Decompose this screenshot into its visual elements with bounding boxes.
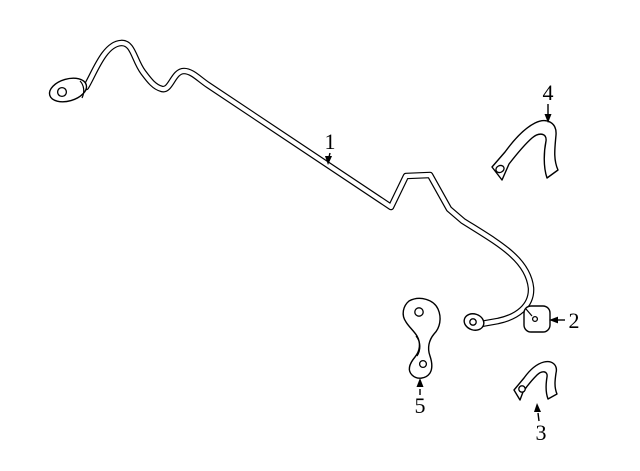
stabilizer-link-edge-line <box>415 335 421 357</box>
bar-right-eyelet-hole <box>469 318 477 326</box>
callout-4: 4 <box>543 80 554 123</box>
callout-5: 5 <box>415 378 426 418</box>
callout-5-label: 5 <box>415 393 426 418</box>
callout-3: 3 <box>534 403 547 445</box>
callout-1-arrowhead <box>325 156 332 165</box>
stabilizer-bar <box>48 39 535 331</box>
stabilizer-link-top-hole <box>414 307 424 317</box>
bracket-lower-body <box>513 360 558 401</box>
callout-4-label: 4 <box>543 80 554 105</box>
bar-left-eyelet-fold-line <box>79 80 85 99</box>
bar-left-eyelet-hole <box>56 86 68 98</box>
callout-1: 1 <box>325 129 336 165</box>
bar-left-eyelet <box>48 77 88 103</box>
bar-left-eyelet-paddle <box>48 77 88 103</box>
bar-right-eyelet <box>463 313 485 331</box>
bracket-lower <box>513 360 558 401</box>
stabilizer-bar-fill <box>83 40 534 327</box>
bushing-center-mark <box>531 315 539 323</box>
stabilizer-link <box>402 297 441 379</box>
callout-4-arrowhead <box>544 114 552 123</box>
callout-2: 2 <box>549 308 580 333</box>
bracket-upper <box>491 119 559 181</box>
bracket-upper-body <box>491 119 559 181</box>
callout-2-arrowhead <box>549 316 558 324</box>
bracket-lower-bolt-hole <box>518 385 526 393</box>
callout-5-arrowhead <box>416 378 424 387</box>
stabilizer-link-body <box>402 297 441 379</box>
callout-1-label: 1 <box>325 129 336 154</box>
callout-3-arrowhead <box>534 403 541 412</box>
bushing <box>523 305 551 333</box>
stabilizer-link-bottom-hole <box>418 359 428 369</box>
callout-3-arrow <box>537 412 540 422</box>
callout-3-label: 3 <box>536 420 547 445</box>
bracket-upper-bolt-hole <box>495 164 505 174</box>
callout-2-label: 2 <box>569 308 580 333</box>
bushing-slit <box>525 308 533 317</box>
